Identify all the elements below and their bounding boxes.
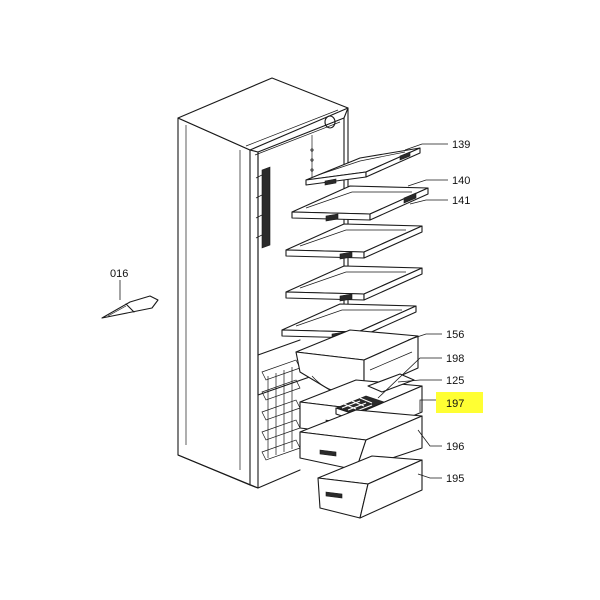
glass-shelf-139	[305, 147, 421, 186]
label-140: 140	[452, 175, 470, 187]
highlight-box	[436, 392, 483, 413]
label-016: 016	[110, 268, 128, 280]
label-141: 141	[452, 195, 470, 207]
freezer-drawer-195	[317, 455, 423, 519]
label-156: 156	[446, 329, 464, 341]
glass-shelf-5	[281, 303, 417, 340]
leader-lines	[377, 143, 448, 479]
glass-shelf-140	[291, 185, 429, 222]
glass-shelf-4	[285, 265, 423, 302]
scraper-tool-016	[101, 280, 159, 319]
label-195: 195	[446, 473, 464, 485]
label-125: 125	[446, 375, 464, 387]
label-198: 198	[446, 353, 464, 365]
label-139: 139	[452, 139, 470, 151]
label-197: 197	[446, 398, 464, 410]
label-196: 196	[446, 441, 464, 453]
freezer-drawer-196	[299, 409, 423, 471]
glass-shelf-141	[285, 223, 423, 260]
crisper-drawer-156	[295, 329, 419, 393]
